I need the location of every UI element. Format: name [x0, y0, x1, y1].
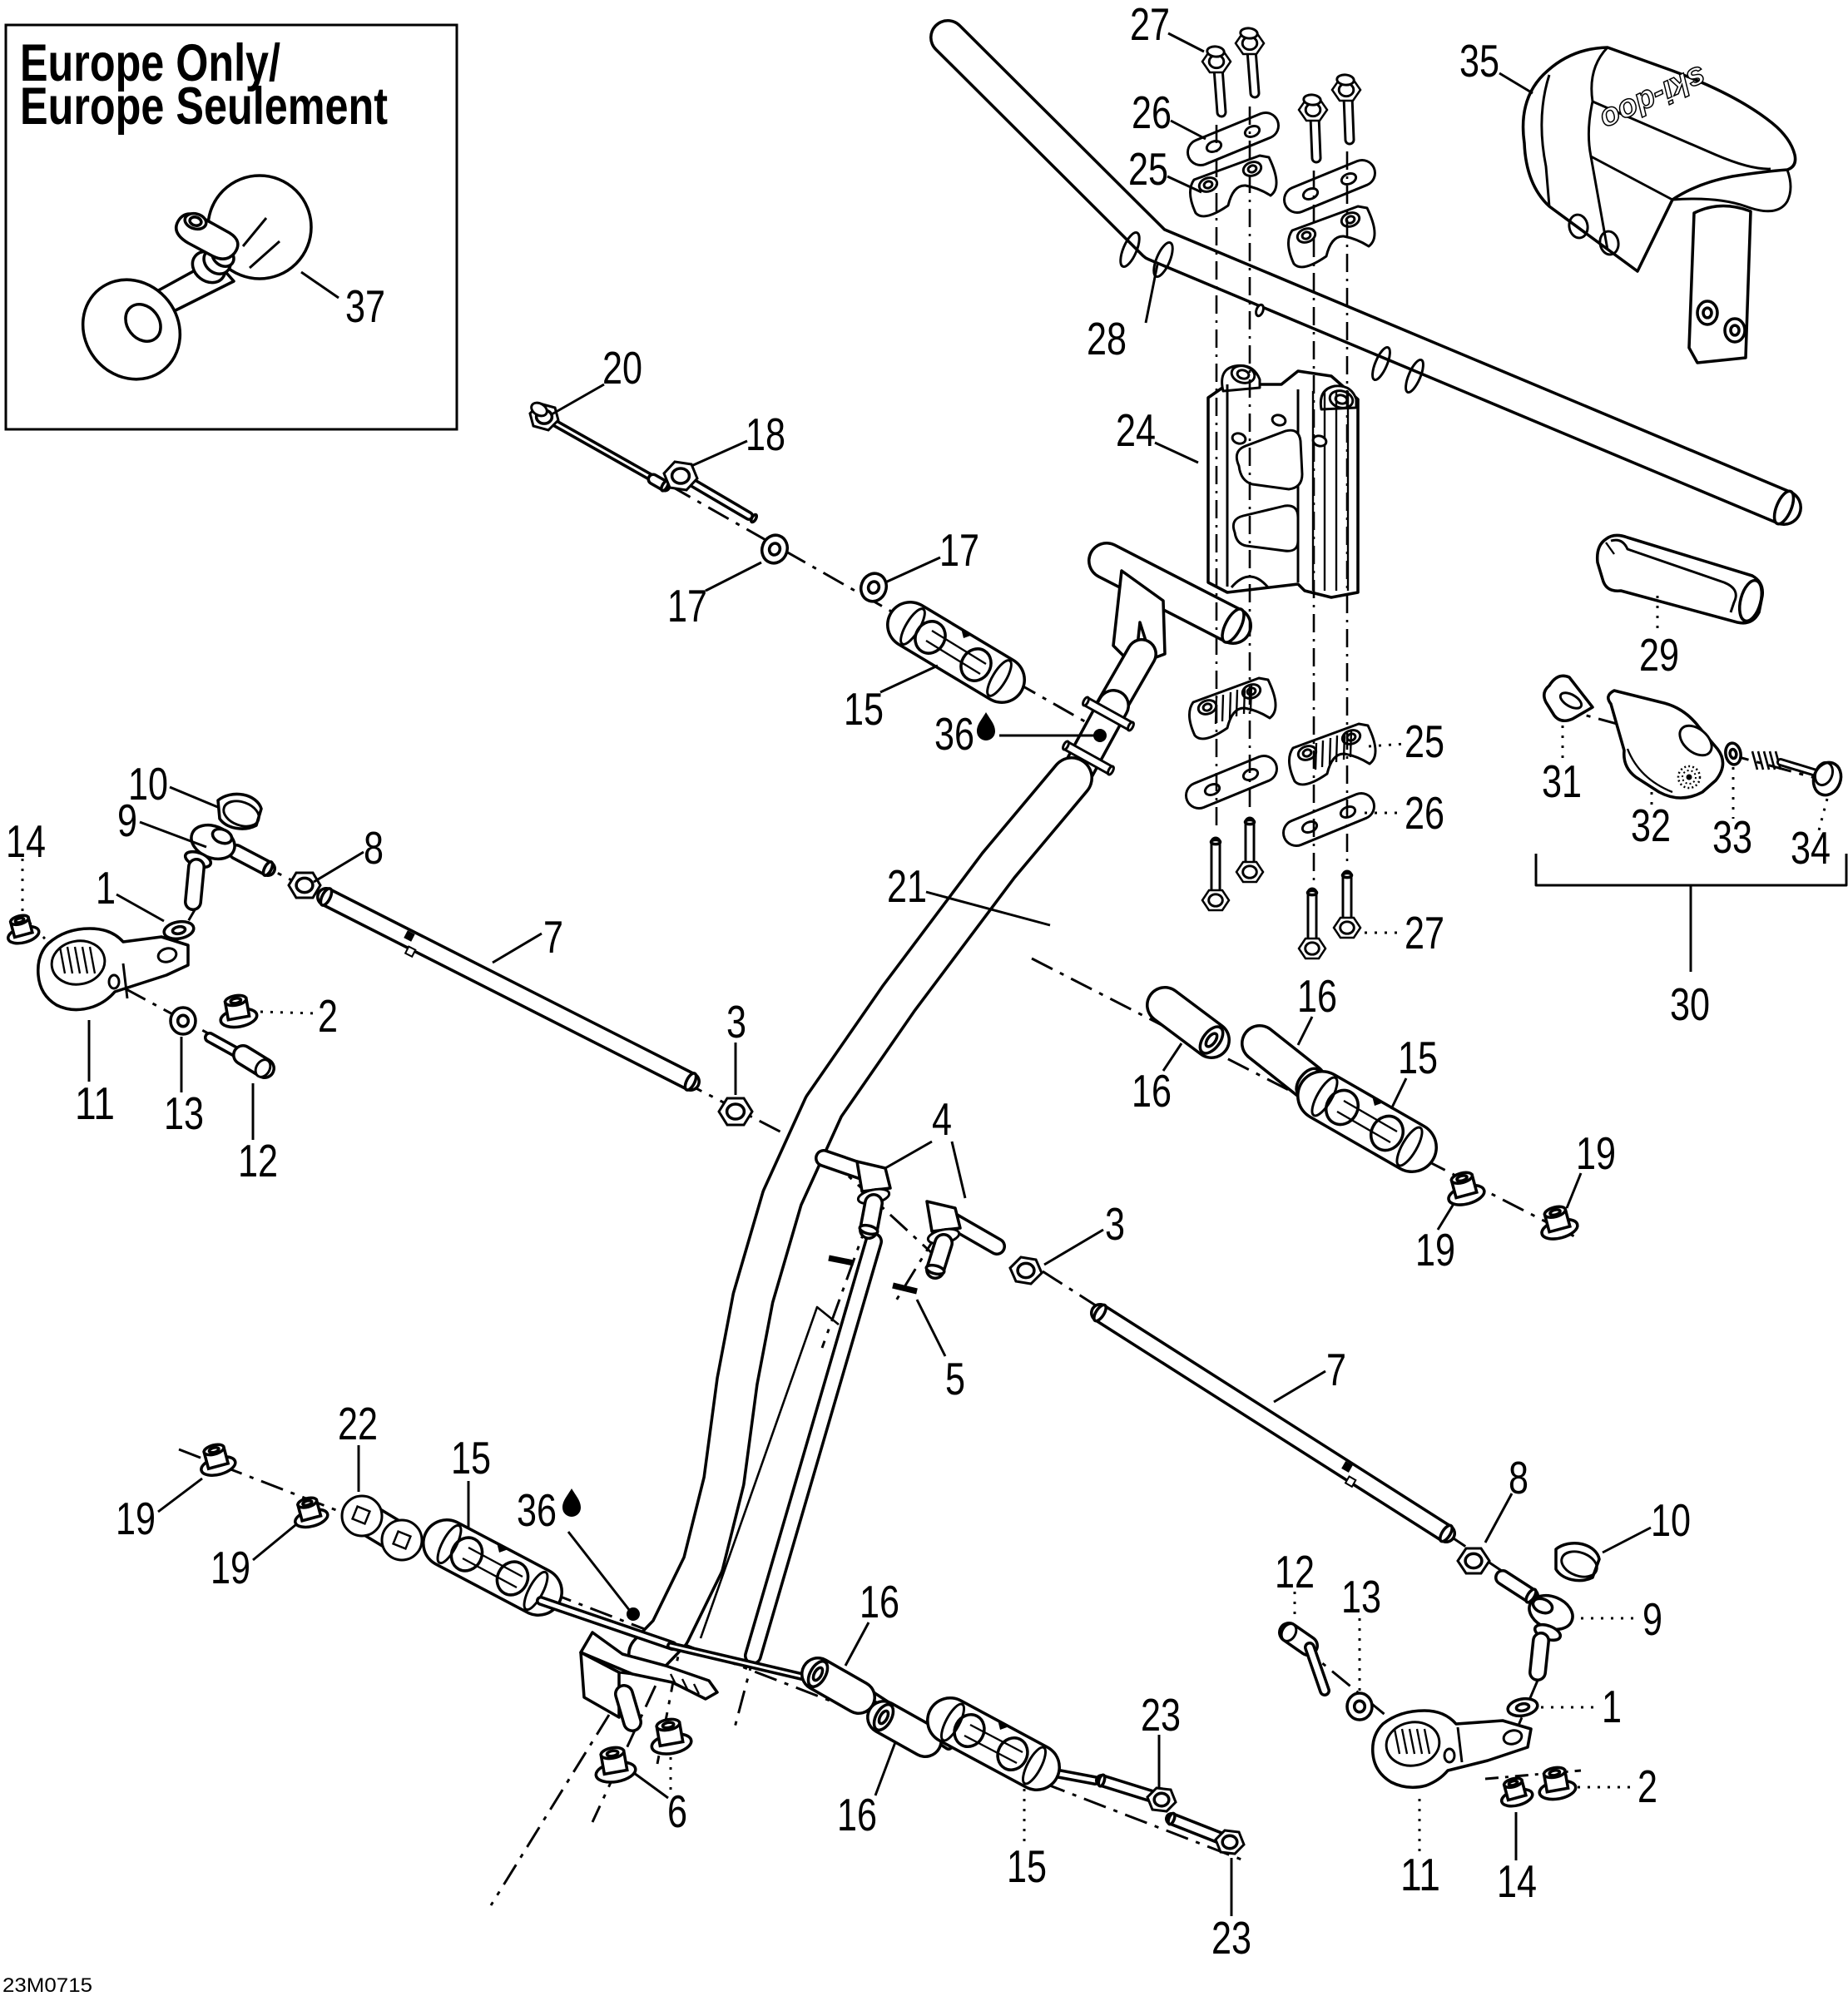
svg-text:27: 27 — [1405, 907, 1444, 958]
svg-text:3: 3 — [726, 996, 746, 1048]
svg-text:19: 19 — [116, 1493, 156, 1544]
svg-text:19: 19 — [1576, 1127, 1616, 1179]
svg-text:7: 7 — [543, 911, 563, 963]
svg-text:6: 6 — [667, 1786, 687, 1837]
svg-text:23M0715: 23M0715 — [2, 1974, 92, 1997]
svg-text:23: 23 — [1141, 1689, 1181, 1741]
svg-text:12: 12 — [238, 1135, 278, 1186]
svg-text:36: 36 — [934, 708, 974, 760]
svg-text:10: 10 — [1651, 1494, 1691, 1546]
svg-text:1: 1 — [96, 862, 116, 914]
svg-text:11: 11 — [75, 1077, 115, 1129]
svg-text:26: 26 — [1405, 787, 1444, 839]
svg-text:16: 16 — [1297, 970, 1337, 1022]
svg-text:18: 18 — [746, 409, 785, 460]
svg-text:37: 37 — [345, 280, 385, 332]
svg-text:21: 21 — [887, 860, 927, 912]
svg-text:19: 19 — [1415, 1224, 1455, 1275]
svg-text:14: 14 — [1497, 1855, 1537, 1907]
svg-text:Europe Only/: Europe Only/ — [20, 34, 280, 92]
svg-text:15: 15 — [844, 683, 884, 735]
svg-text:7: 7 — [1326, 1344, 1346, 1395]
svg-text:12: 12 — [1275, 1546, 1315, 1597]
svg-text:16: 16 — [1132, 1065, 1172, 1117]
svg-text:34: 34 — [1791, 822, 1831, 874]
svg-text:33: 33 — [1712, 811, 1752, 863]
svg-text:28: 28 — [1087, 313, 1127, 364]
svg-text:31: 31 — [1542, 755, 1582, 807]
svg-text:8: 8 — [1509, 1452, 1528, 1503]
svg-text:19: 19 — [211, 1542, 250, 1593]
svg-text:9: 9 — [1642, 1593, 1662, 1645]
svg-text:14: 14 — [6, 815, 46, 867]
svg-text:30: 30 — [1670, 978, 1710, 1030]
svg-text:13: 13 — [164, 1087, 204, 1139]
svg-text:11: 11 — [1400, 1849, 1440, 1900]
svg-text:15: 15 — [1007, 1840, 1047, 1892]
svg-text:Europe Seulement: Europe Seulement — [20, 77, 388, 136]
svg-text:10: 10 — [128, 758, 168, 810]
svg-text:17: 17 — [667, 580, 707, 632]
svg-text:20: 20 — [602, 342, 642, 394]
svg-text:15: 15 — [451, 1432, 491, 1483]
svg-text:9: 9 — [117, 795, 137, 846]
svg-text:4: 4 — [932, 1093, 952, 1145]
svg-text:16: 16 — [837, 1789, 877, 1840]
svg-text:3: 3 — [1105, 1198, 1125, 1250]
svg-text:23: 23 — [1211, 1912, 1251, 1964]
svg-text:22: 22 — [338, 1398, 378, 1449]
svg-text:24: 24 — [1116, 404, 1156, 456]
svg-text:25: 25 — [1405, 716, 1444, 767]
svg-text:32: 32 — [1631, 800, 1671, 851]
svg-text:5: 5 — [945, 1353, 965, 1404]
svg-text:17: 17 — [939, 524, 979, 576]
svg-text:13: 13 — [1341, 1571, 1381, 1622]
svg-text:2: 2 — [1637, 1761, 1657, 1812]
svg-text:8: 8 — [364, 822, 384, 874]
svg-text:26: 26 — [1132, 87, 1172, 138]
svg-text:27: 27 — [1130, 0, 1170, 50]
svg-text:2: 2 — [318, 990, 338, 1042]
svg-text:25: 25 — [1128, 143, 1168, 195]
svg-text:29: 29 — [1639, 629, 1679, 681]
svg-text:15: 15 — [1398, 1032, 1438, 1083]
svg-text:35: 35 — [1459, 35, 1499, 87]
svg-text:1: 1 — [1602, 1681, 1622, 1732]
svg-text:36: 36 — [517, 1484, 557, 1536]
svg-text:16: 16 — [860, 1576, 899, 1627]
